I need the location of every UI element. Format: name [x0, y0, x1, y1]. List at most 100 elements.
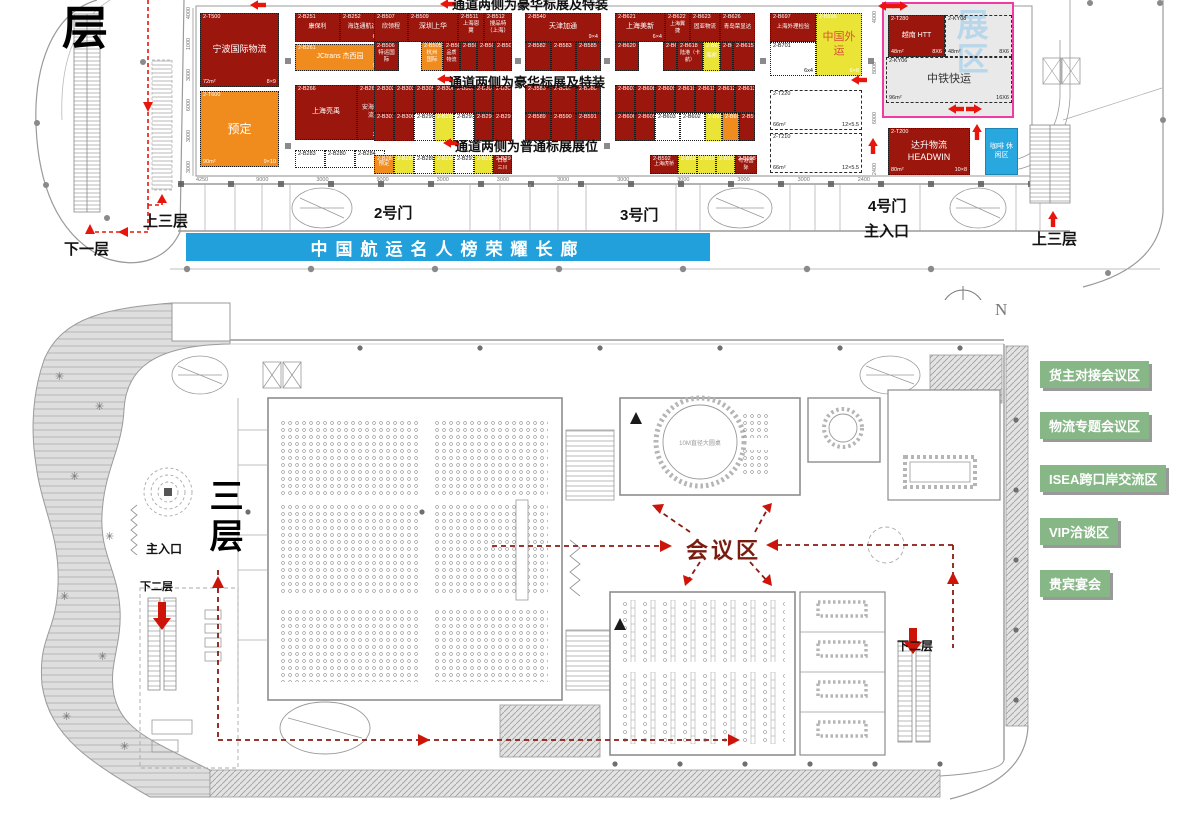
booth-2-B612: 2-B612: [715, 85, 735, 113]
booth-2-B608: 2-B608: [635, 85, 655, 113]
booth-2-B606: 2-B606: [615, 113, 635, 141]
booth-id: 2-B601: [708, 114, 721, 120]
dimension-value: 3000: [186, 68, 193, 81]
booth-area: 66m²: [773, 121, 786, 128]
booth-area: 48m²: [891, 48, 904, 55]
booth-name: JCtrans 杰西园: [316, 53, 364, 61]
booth-name: 宁波国际物流: [212, 44, 267, 55]
booth-name: 中国外运: [822, 30, 856, 57]
aisle-label-standard: 通道两侧为普通标展展位: [455, 139, 599, 154]
booth-咖啡 休闲区: 咖啡 休闲区: [985, 128, 1018, 175]
booth-2-B593: 2-B593: [678, 155, 697, 174]
booth-2-B595: 2-B595: [716, 155, 735, 174]
booth-id: 2-B591: [579, 114, 597, 120]
svg-text:✳: ✳: [62, 711, 71, 723]
dimension-value: 2400: [857, 177, 870, 183]
booth-dims: 6×4: [652, 33, 662, 40]
booth-area: 90m²: [203, 158, 216, 165]
svg-text:✳: ✳: [95, 401, 104, 413]
booth-name: 欣领程: [381, 23, 400, 30]
booth-id: 2-B298: [437, 114, 454, 120]
dimension-value: 3000: [186, 130, 193, 143]
booth-2-B602: 2-B602: [680, 113, 705, 141]
booth-2-B610: 2-B610: [675, 85, 695, 113]
booth-id: 2-B290: [437, 156, 454, 162]
booth-2-B283: 2-B283: [295, 150, 325, 168]
booth-name: 预定: [378, 161, 390, 168]
booth-name: 上海外理检验: [776, 24, 810, 31]
dimension-value: 3000: [186, 160, 193, 174]
booth-2-B503: 2-B503品质物流: [443, 42, 460, 71]
down2-right-label: 下二层: [897, 639, 934, 653]
booth-id: 2-B297: [457, 114, 474, 120]
conference-zone-label: 会议区: [686, 538, 762, 563]
dimension-value: 3000: [316, 177, 329, 183]
booth-id: 2-B610: [678, 86, 695, 92]
booth-id: 2-B602: [683, 114, 701, 120]
booth-2-B609: 2-B609: [655, 85, 675, 113]
booth-2-B289: 2-B289: [414, 155, 434, 174]
dimension-value: 3000: [496, 177, 510, 183]
booth-id: 2-B302: [377, 86, 394, 92]
booth-id: 2-B283: [298, 151, 316, 157]
dimension-value: 4000: [186, 6, 193, 20]
booth-2-B305: 2-B305: [414, 85, 434, 113]
dimension-value: 3000: [436, 177, 449, 183]
booth-2-B290: 2-B290: [434, 155, 454, 174]
booth-id: 2-B619: [666, 43, 676, 49]
booth-id: 2-B593: [681, 156, 697, 162]
dimension-value: 3000: [617, 177, 630, 183]
booth-2-B585: 2-B585: [576, 42, 601, 71]
legend-item-3: VIP洽谈区: [1040, 518, 1118, 545]
down2-left-label: 下二层: [140, 581, 173, 593]
booth-dims: 8X6: [999, 48, 1009, 55]
booth-id: 2-B501: [480, 43, 493, 49]
booth-2-B500: 2-B500: [494, 42, 512, 71]
booth-id: 2-B620: [618, 43, 636, 49]
booth-id: 2-B609: [658, 86, 675, 92]
booth-2-B599: 2-B599: [739, 113, 755, 141]
booth-2-B601: 2-B601: [705, 113, 722, 141]
booth-id: 2-B615: [736, 43, 754, 49]
booth-id: 2-B607: [618, 86, 635, 92]
booth-name: 预定: [227, 121, 252, 136]
aisle-label-mid: 通道两侧为豪华标展及特装: [449, 75, 606, 90]
booth-name: 陆港（卡航）: [680, 50, 701, 63]
hall-of-fame-banner: 中国航运名人榜荣耀长廊: [186, 233, 710, 261]
booth-id: 2-B582: [528, 43, 546, 49]
door-4-label: 4号门: [868, 198, 907, 215]
booth-id: 2-B288: [397, 156, 414, 162]
dimension-value: 1000: [186, 37, 193, 50]
legend-item-1: 物流专题会议区: [1040, 412, 1150, 439]
svg-text:✳: ✳: [105, 531, 114, 543]
booth-name: 咖啡 休闲区: [990, 142, 1013, 159]
booth-2-B594: 2-B594: [697, 155, 716, 174]
booth-2-B501: 2-B501: [477, 42, 494, 71]
booth-id: 2-B289: [417, 156, 434, 162]
booth-id: 2-B296: [477, 114, 493, 120]
dimension-value: 4250: [196, 177, 209, 183]
booth-name: 日本三川: [497, 158, 508, 171]
booth-dims: 9×10: [263, 158, 276, 165]
booth-dims: 8×9: [266, 78, 276, 85]
booth-2-B615: 2-B615: [733, 42, 755, 71]
round-table-label: 10M直径大圆桌: [679, 441, 721, 447]
dimension-value: 3000: [737, 177, 750, 183]
booth-2-B616: 2-B616: [720, 42, 733, 71]
booth-2-B607: 2-B607: [615, 85, 635, 113]
booth-id: 2-B280: [328, 151, 346, 157]
dimension-value: 4000: [872, 10, 879, 24]
